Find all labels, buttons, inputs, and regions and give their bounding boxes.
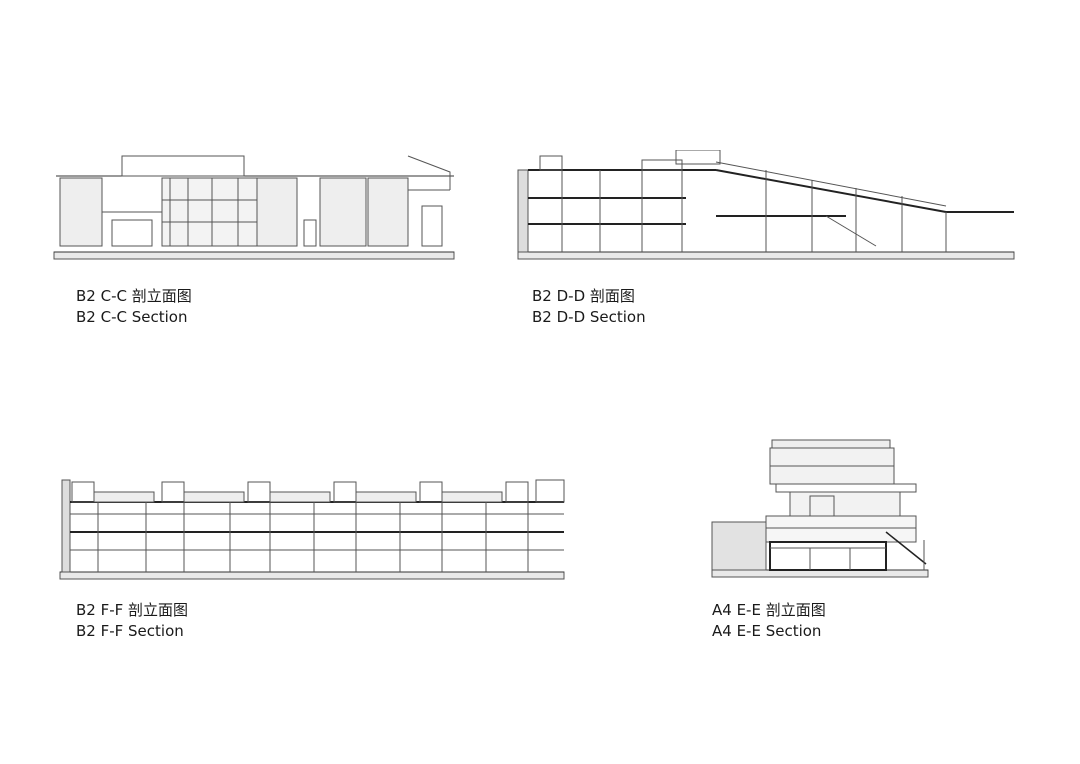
caption-cn: B2 D-D 剖面图 bbox=[532, 287, 635, 305]
caption-cn: A4 E-E 剖立面图 bbox=[712, 601, 826, 619]
drawing-a4-ee bbox=[711, 439, 929, 578]
caption-b2-ff: B2 F-F 剖立面图 B2 F-F Section bbox=[76, 600, 188, 642]
drawing-b2-cc bbox=[53, 155, 455, 260]
caption-en: A4 E-E Section bbox=[712, 622, 822, 640]
caption-a4-ee: A4 E-E 剖立面图 A4 E-E Section bbox=[712, 600, 826, 642]
caption-en: B2 C-C Section bbox=[76, 308, 188, 326]
caption-cn: B2 C-C 剖立面图 bbox=[76, 287, 192, 305]
caption-en: B2 F-F Section bbox=[76, 622, 184, 640]
drawing-b2-dd bbox=[517, 150, 1015, 260]
drawing-b2-ff bbox=[59, 479, 565, 580]
caption-cn: B2 F-F 剖立面图 bbox=[76, 601, 189, 619]
caption-en: B2 D-D Section bbox=[532, 308, 646, 326]
caption-b2-dd: B2 D-D 剖面图 B2 D-D Section bbox=[532, 286, 646, 328]
caption-b2-cc: B2 C-C 剖立面图 B2 C-C Section bbox=[76, 286, 192, 328]
